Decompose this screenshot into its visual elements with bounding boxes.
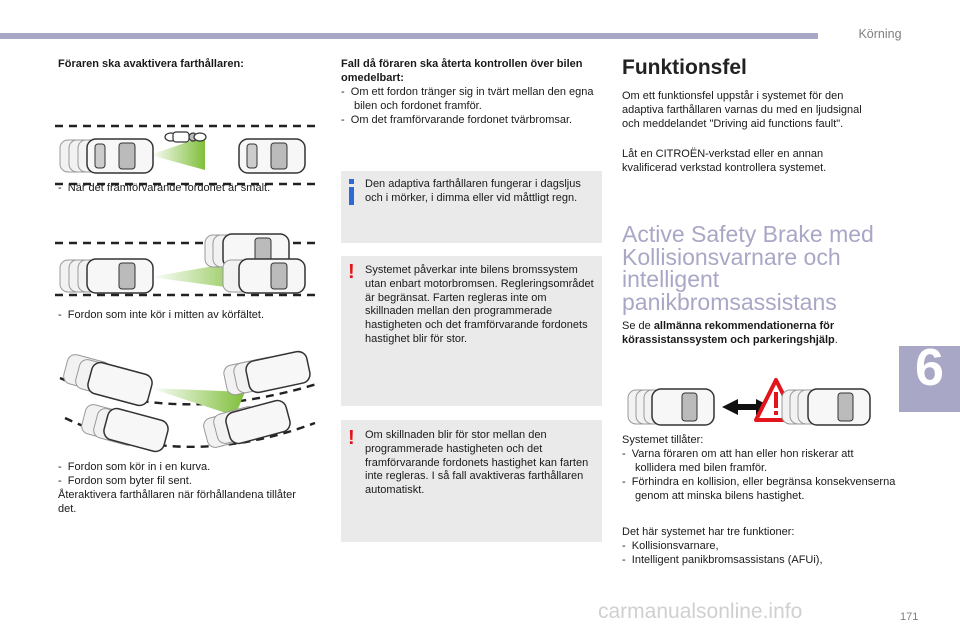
figure-offset-vehicle	[55, 233, 320, 297]
figure3-caption-1: - Fordon som kör in i en kurva.	[58, 461, 211, 473]
warning2-text: Om skillnaden blir för stor mellan den p…	[365, 429, 589, 497]
reactivate-note: Återaktivera farthållaren när förhålland…	[58, 489, 296, 515]
functions-heading: Det här systemet har tre funktioner:	[622, 526, 795, 538]
col2-item-1: - Om ett fordon tränger sig in tvärt mel…	[341, 86, 594, 112]
watermark: carmanualsonline.info	[598, 600, 803, 623]
functions-item-2: - Intelligent panikbromsassistans (AFUi)…	[622, 554, 823, 566]
figure3-caption-2: - Fordon som byter fil sent.	[58, 475, 192, 487]
figure2-caption: - Fordon som inte kör i mitten av körfäl…	[58, 309, 265, 321]
warning-icon: !	[348, 261, 355, 283]
asb-heading: Active Safety Brake med Kollisionsvarnar…	[622, 221, 874, 315]
motorcycle-icon	[164, 131, 207, 143]
see-recommendations: Se de allmänna rekommendationerna för kö…	[622, 320, 838, 346]
allows-item-2: - Förhindra en kollision, eller begränsa…	[622, 476, 896, 502]
func-text-2: Låt en CITROËN-verkstad eller en annan k…	[622, 148, 827, 174]
col2-heading: Fall då föraren ska återta kontrollen öv…	[341, 58, 583, 84]
col2-item-2: - Om det framförvarande fordonet tvärbro…	[341, 114, 573, 126]
section-title: Körning	[858, 27, 902, 41]
chapter-tab	[899, 346, 960, 412]
functions-item-1: - Kollisionsvarnare,	[622, 540, 719, 552]
figure-narrow-vehicle	[55, 124, 320, 186]
warning-callout-1: ! Systemet påverkar inte bilens bromssys…	[341, 256, 602, 406]
allows-item-1: - Varna föraren om att han eller hon ris…	[622, 448, 854, 474]
func-heading: Funktionsfel	[622, 56, 747, 79]
figure-curve	[59, 350, 321, 453]
figure1-caption: - När det framförvarande fordonet är sma…	[58, 182, 271, 194]
top-accent-bar	[0, 33, 818, 39]
col1-heading: Föraren ska avaktivera farthållaren:	[58, 58, 244, 70]
warning-icon: !	[348, 427, 355, 449]
page-number: 171	[900, 611, 919, 623]
info-text: Den adaptiva farthållaren fungerar i dag…	[365, 178, 581, 204]
allows-heading: Systemet tillåter:	[622, 434, 704, 446]
warning-callout-2: ! Om skillnaden blir för stor mellan den…	[341, 420, 602, 542]
chapter-number: 6	[915, 339, 944, 397]
warning1-text: Systemet påverkar inte bilens bromssyste…	[365, 264, 594, 345]
info-callout: Den adaptiva farthållaren fungerar i dag…	[341, 171, 602, 243]
func-text: Om ett funktionsfel uppstår i systemet f…	[622, 90, 862, 130]
figure-collision-warning	[627, 378, 871, 426]
info-icon	[349, 179, 354, 184]
